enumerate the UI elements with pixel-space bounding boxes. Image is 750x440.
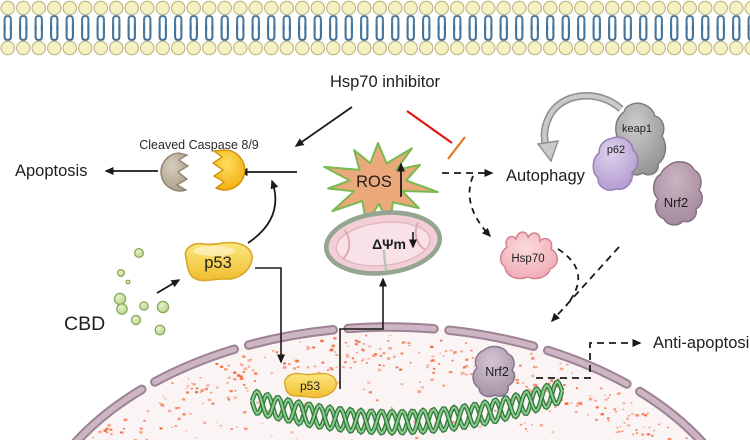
nuclear-p53-label: p53: [300, 379, 320, 393]
ros-starburst: [323, 142, 439, 229]
apoptosis-label: Apoptosis: [15, 162, 87, 180]
dna-helix: [249, 378, 565, 437]
cristae: [382, 249, 388, 271]
arrow-cbd-to-p53: [156, 279, 181, 294]
cbd-droplet: [154, 324, 166, 336]
autophagy-label: Autophagy: [506, 167, 586, 185]
ros-burst: [323, 142, 439, 229]
hsp70-inhibitor-label: Hsp70 inhibitor: [330, 73, 441, 91]
hsp70-label: Hsp70: [511, 253, 544, 265]
p53-label: p53: [204, 254, 232, 272]
connections: [104, 92, 642, 389]
nuclear-nrf2-protein: [472, 345, 516, 398]
cbd-droplets: [113, 248, 170, 336]
ros-label: ROS: [356, 173, 392, 191]
lipid-bilayer: [0, 0, 750, 56]
cleaved-caspase-label: Cleaved Caspase 8/9: [139, 138, 259, 152]
labels: Hsp70 inhibitor Apoptosis Autophagy Anti…: [15, 73, 750, 393]
p62-label: p62: [607, 144, 625, 156]
cbd-droplet: [130, 314, 142, 326]
cristae: [342, 229, 351, 259]
caspase-shell-gray: [160, 152, 190, 192]
cbd-droplet: [113, 292, 127, 306]
cbd-droplet: [139, 301, 149, 311]
mmp-label: ΔΨm: [372, 236, 406, 252]
mitochondria: [323, 210, 443, 276]
cbd-droplet: [156, 300, 170, 314]
recycle-arrowhead: [536, 140, 560, 163]
nuclear-membrane: [74, 324, 704, 440]
cbd-droplet: [125, 279, 131, 285]
cbd-label: CBD: [64, 313, 105, 335]
nrf2-label: Nrf2: [664, 195, 689, 210]
dashed-arrow-nrf2-to-antiapoptosis: [536, 339, 642, 379]
anti-apoptosis-label: Anti-apoptosis: [653, 334, 750, 352]
dashed-curve-to-hsp70: [468, 175, 492, 238]
arrow-inhibitor-to-ros: [294, 106, 353, 147]
nrf2-protein: [653, 161, 703, 226]
inhibition-bar: [447, 136, 466, 160]
nucleoplasm: [77, 327, 701, 440]
inhibition-line: [406, 110, 453, 144]
hsp70-protein: [499, 231, 558, 280]
p53-protein: [184, 241, 253, 282]
keap1-label: keap1: [622, 123, 652, 135]
p62-protein: [592, 136, 639, 191]
dashed-curve-hsp70-to-nucleus: [557, 248, 580, 307]
cbd-droplet: [134, 248, 145, 259]
arrow-nuclear-p53-to-mitochondria: [339, 277, 387, 389]
cbd-droplet: [116, 269, 125, 278]
arrow-p53-to-caspase: [247, 179, 279, 244]
cleaved-caspase-shapes: [160, 149, 246, 192]
nuclear-nrf2-label: Nrf2: [485, 365, 509, 379]
dashed-arrow-nrf2-to-nucleus: [550, 246, 620, 323]
cell-membrane: [0, 0, 750, 56]
arrow-p53-to-nucleus: [255, 267, 285, 364]
nuclear-p53-protein: [284, 372, 338, 399]
cristae: [414, 221, 426, 251]
recycle-arrow-keap1: [542, 93, 623, 147]
cbd-droplet: [116, 303, 128, 315]
caspase-shell-yellow: [211, 149, 246, 191]
